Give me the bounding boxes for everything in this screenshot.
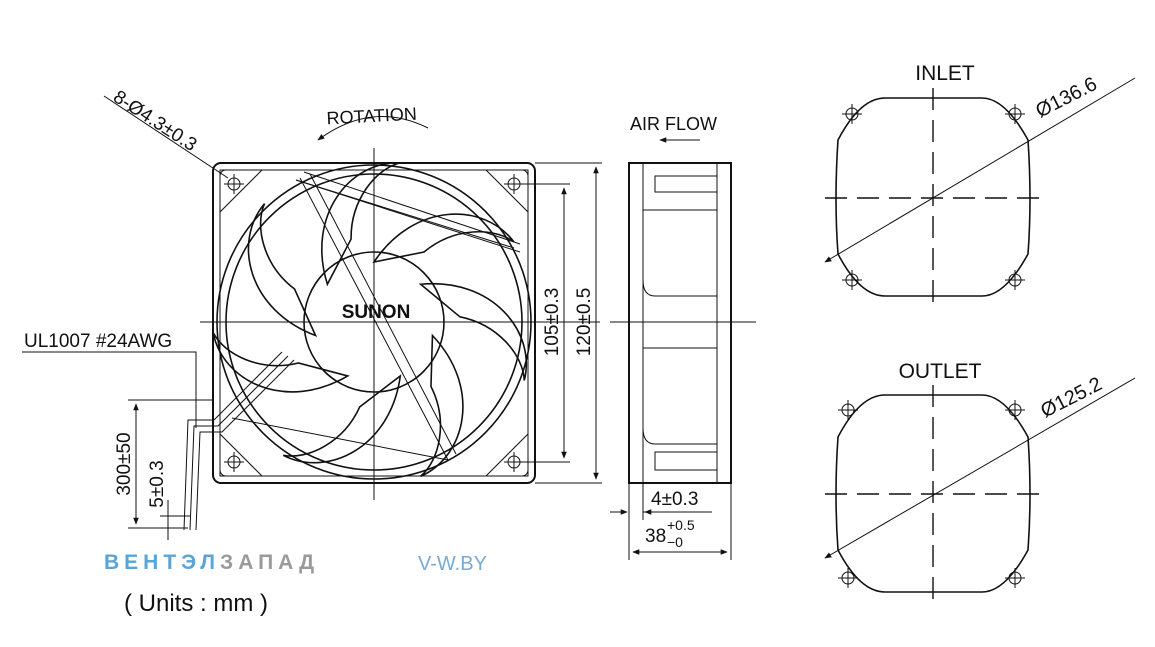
fan-depth-label: 38 xyxy=(645,526,666,547)
wire-spec-leader xyxy=(22,351,197,428)
flange-thickness-label: 4±0.3 xyxy=(651,489,698,510)
watermark-brand-part2: ЗАПАД xyxy=(220,551,320,574)
hub-brand-label: SUNON xyxy=(342,302,411,323)
hole-spec-leader xyxy=(103,95,229,179)
watermark-brand: ВЕНТЭЛЗАПАД xyxy=(104,551,319,575)
outlet-title: OUTLET xyxy=(899,360,982,383)
inlet-diameter-label: Ø136.6 xyxy=(1032,73,1100,122)
outlet-view: OUTLET Ø125.2 xyxy=(824,360,1136,602)
rotation-arrow xyxy=(317,115,429,141)
mounting-hole xyxy=(841,103,863,125)
wire-spec-label: UL1007 #24AWG xyxy=(24,331,172,352)
inlet-diameter-leader xyxy=(824,77,1136,263)
mounting-hole xyxy=(837,399,859,421)
frame-size-label: 120±0.5 xyxy=(574,288,595,357)
side-frame xyxy=(628,162,732,484)
fan-depth-lower-tol: −0 xyxy=(667,534,683,550)
inlet-title: INLET xyxy=(915,62,975,85)
inlet-view: INLET Ø136.6 xyxy=(824,62,1136,306)
fan-depth-upper-tol: +0.5 xyxy=(667,517,695,533)
mounting-hole xyxy=(1004,103,1026,125)
side-view: AIR FLOW 4±0.3 38 +0.5 −0 xyxy=(610,114,756,560)
outlet-outline xyxy=(835,394,1031,593)
mounting-hole xyxy=(1004,399,1026,421)
watermark-brand-part1: ВЕНТЭЛ xyxy=(104,551,221,574)
mounting-hole xyxy=(1004,567,1026,589)
mounting-hole xyxy=(1004,269,1026,291)
strip-length-label: 5±0.3 xyxy=(147,460,168,507)
inner-hole-spacing-label: 105±0.3 xyxy=(542,288,563,357)
hole-spec-label: 8-Ø4.3±0.3 xyxy=(109,87,200,156)
lead-length-label: 300±50 xyxy=(114,432,135,495)
watermark-url: V-W.BY xyxy=(418,553,487,575)
rotation-label: ROTATION xyxy=(326,104,417,129)
outlet-diameter-leader xyxy=(824,377,1136,559)
mounting-hole xyxy=(841,269,863,291)
inlet-outline xyxy=(835,97,1031,297)
front-view: SUNON ROTATION 8-Ø4.3±0.3 UL1007 #24AWG … xyxy=(22,87,602,540)
airflow-label: AIR FLOW xyxy=(630,114,717,134)
mounting-hole xyxy=(837,567,859,589)
units-note: ( Units : mm ) xyxy=(124,590,268,617)
